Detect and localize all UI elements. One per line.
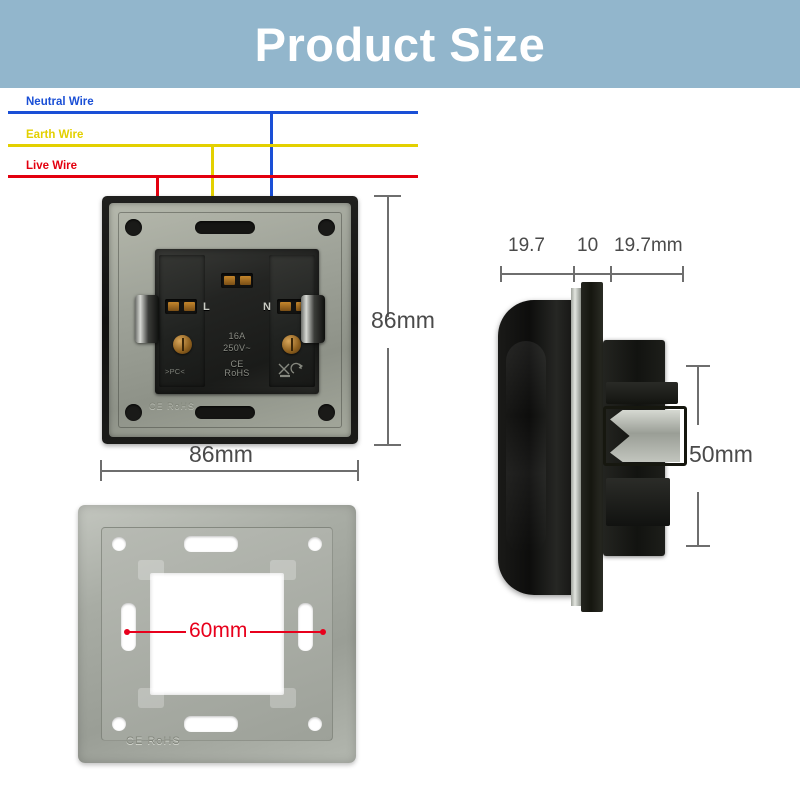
front-width-label: 86mm [189,441,253,467]
earth-terminal [221,273,253,288]
ce-mark: CE [230,359,244,369]
width-dim-tick-right [357,460,359,481]
side-rear-body [498,300,576,595]
side-top-lug [606,382,678,404]
plate-hole-top-right [318,219,335,236]
bracket-tab-top-right [270,560,296,580]
plate-slot-top [195,221,255,234]
socket-front-view: L N 16A 250V~ CE RoHS >PC< [102,196,358,444]
width-dim-line [100,470,358,472]
plate-slot-bottom [195,406,255,419]
bracket-slot-top [184,536,238,552]
depth-tick-3 [610,266,612,282]
depth-label-3: 19.7mm [614,235,683,256]
live-wire-label: Live Wire [26,160,78,172]
bracket-hole-bottom-left [112,717,126,731]
neutral-terminal-label: N [263,301,271,313]
neutral-wire-horizontal [8,111,418,114]
height-dim-tick-bottom [374,444,401,446]
height-dim-line-lower [387,348,389,445]
depth-label-1: 19.7 [508,235,545,256]
page-title: Product Size [254,17,546,71]
clamp-left [135,295,159,343]
front-height-label: 86mm [371,307,435,333]
header-banner: Product Size [0,0,800,88]
depth-tick-2 [573,266,575,282]
live-terminal-label: L [203,301,210,313]
bracket-slot-bottom [184,716,238,732]
depth-tick-1 [500,266,502,282]
screw-spacing-dot-left [124,629,130,635]
neutral-screw [282,335,301,354]
weee-icon [278,362,304,378]
rating-voltage: 250V~ [223,343,251,353]
side-height-line-upper [697,365,699,425]
clamp-right [301,295,325,343]
screw-spacing-label: 60mm [186,620,251,641]
side-clip-housing [603,406,687,466]
socket-back-plate: L N 16A 250V~ CE RoHS >PC< [109,203,351,437]
material-mark: >PC< [165,367,185,376]
side-metal-strip [571,288,581,606]
depth-dim-line [500,273,683,275]
live-screw [173,335,192,354]
side-height-label: 50mm [689,441,753,467]
height-dim-line-upper [387,195,389,317]
live-wire-horizontal [8,175,418,178]
bracket-tab-bottom-right [270,688,296,708]
plate-emboss-text: CE RoHS [149,401,196,411]
neutral-terminal [277,299,309,314]
rating-current: 16A [228,331,246,341]
earth-wire-label: Earth Wire [26,129,84,141]
neutral-wire-label: Neutral Wire [26,96,94,108]
mechanism-segment-left [159,255,205,387]
bracket-hole-top-left [112,537,126,551]
side-height-tick-top [686,365,710,367]
bracket-hole-top-right [308,537,322,551]
depth-label-2: 10 [577,235,599,256]
bracket-tab-top-left [138,560,164,580]
side-front-frame [581,282,603,612]
depth-tick-4 [682,266,684,282]
width-dim-tick-left [100,460,102,481]
plate-hole-bottom-left [125,404,142,421]
bracket-hole-bottom-right [308,717,322,731]
rohs-mark: RoHS [224,368,250,378]
bracket-emboss-text: CE RoHS [126,735,181,747]
socket-side-view [498,282,698,612]
bracket-tab-bottom-left [138,688,164,708]
mechanism-segment-right [269,255,315,387]
side-bottom-block [606,478,670,526]
height-dim-tick-top [374,195,401,197]
plate-hole-bottom-right [318,404,335,421]
live-terminal [165,299,197,314]
side-height-line-lower [697,492,699,546]
neutral-wire-drop [270,111,273,277]
socket-mechanism: L N 16A 250V~ CE RoHS >PC< [155,249,319,394]
bracket-screw-slot-left [121,603,136,651]
plate-hole-top-left [125,219,142,236]
screw-spacing-dot-right [320,629,326,635]
bracket-screw-slot-right [298,603,313,651]
side-height-tick-bottom [686,545,710,547]
